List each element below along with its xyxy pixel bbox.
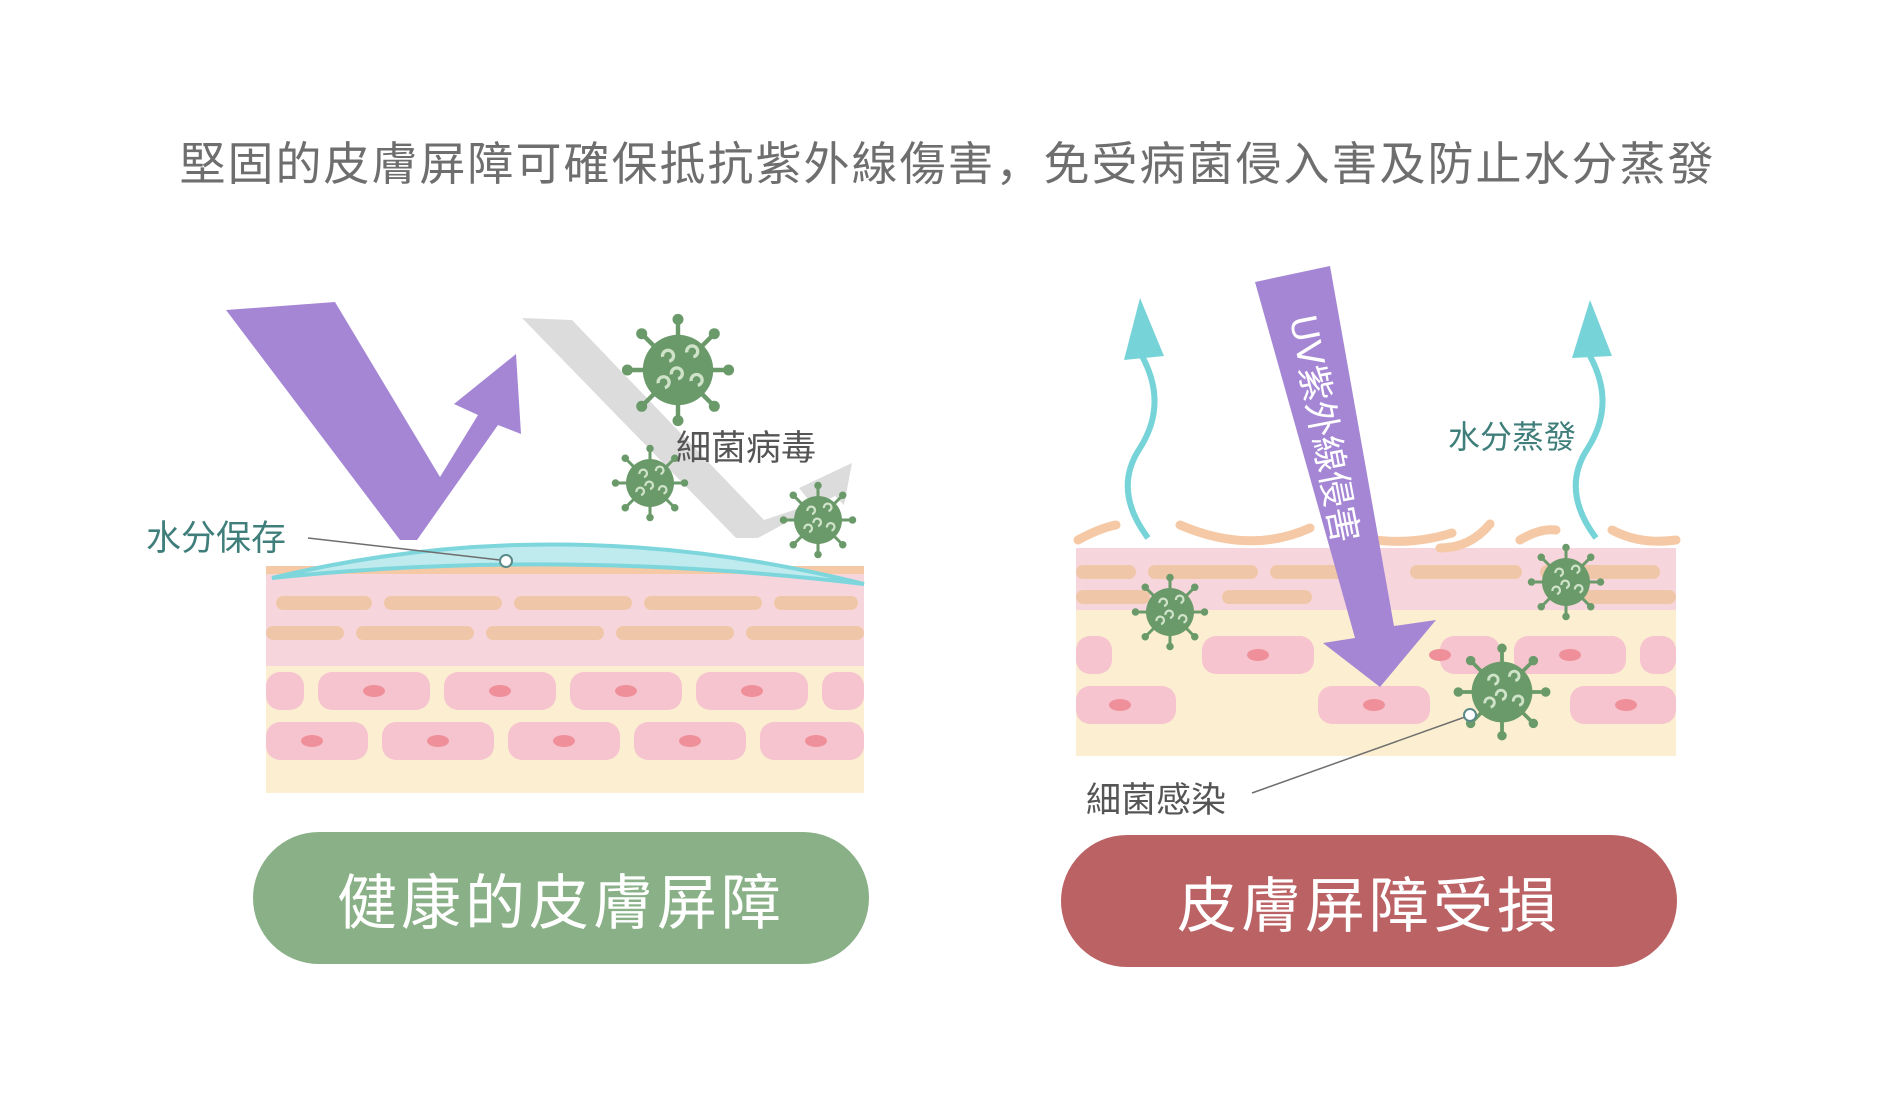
infection-label: 細菌感染	[1086, 772, 1226, 823]
virus-icon	[622, 314, 734, 426]
virus-icon	[780, 482, 857, 559]
germ-label: 細菌病毒	[676, 420, 816, 471]
evaporation-arrow	[1572, 300, 1612, 538]
healthy-skin-cross-section	[266, 566, 864, 793]
evaporation-label: 水分蒸發	[1448, 412, 1576, 458]
evaporation-arrow	[1124, 298, 1164, 538]
damaged-barrier-caption: 皮膚屏障受損	[1061, 835, 1677, 967]
virus-icon	[1528, 544, 1605, 621]
virus-icon	[1132, 574, 1209, 651]
moisture-label: 水分保存	[146, 510, 286, 561]
virus-icon	[1454, 644, 1551, 741]
healthy-barrier-caption: 健康的皮膚屏障	[253, 832, 869, 964]
